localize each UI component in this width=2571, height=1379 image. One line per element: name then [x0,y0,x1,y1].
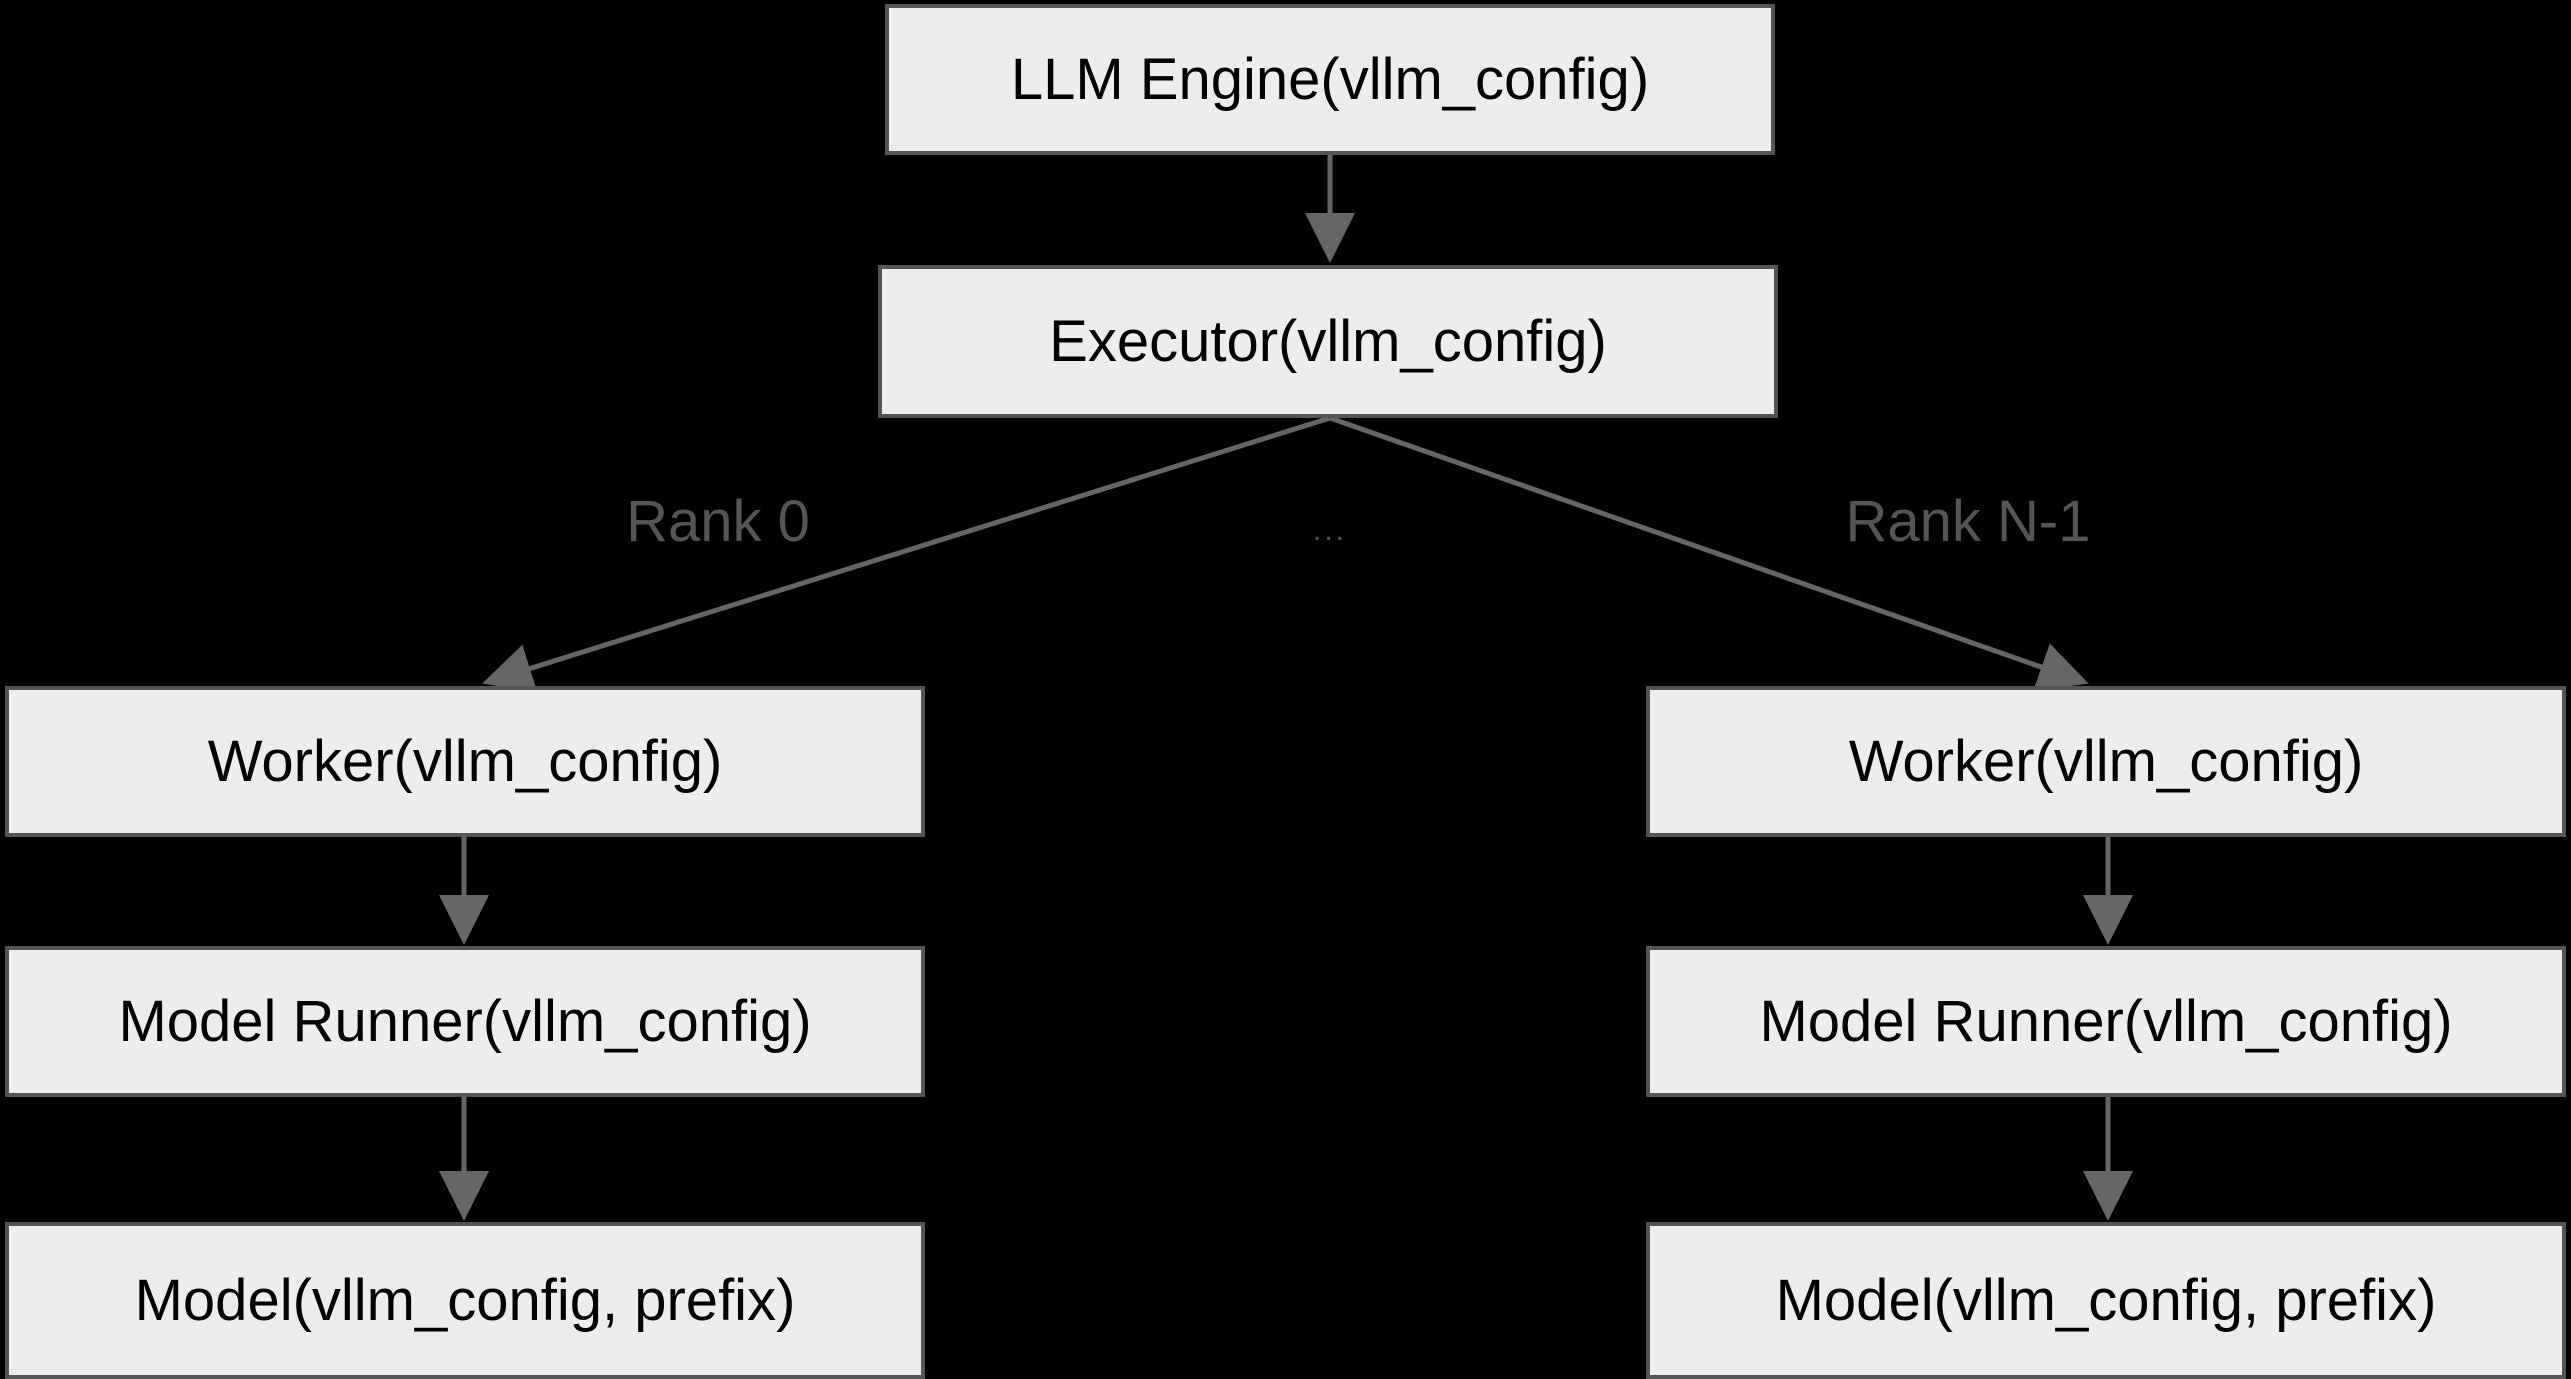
node-model-rank-0[interactable]: Model(vllm_config, prefix) [5,1222,925,1379]
node-llm-engine-label: LLM Engine(vllm_config) [1010,47,1650,112]
node-worker-rank-0-label: Worker(vllm_config) [207,729,723,794]
node-model-runner-rank-0-label: Model Runner(vllm_config) [118,989,812,1054]
node-model-rank-n-1[interactable]: Model(vllm_config, prefix) [1646,1222,2566,1379]
node-executor-label: Executor(vllm_config) [1049,309,1607,374]
node-model-runner-rank-n-1[interactable]: Model Runner(vllm_config) [1646,946,2566,1097]
node-model-rank-n-1-label: Model(vllm_config, prefix) [1775,1268,2437,1333]
node-worker-rank-n-1-label: Worker(vllm_config) [1848,729,2364,794]
edge-label-rank-n-1: Rank N-1 [1845,489,2091,554]
edge-label-rank-ellipsis: ... [1312,514,1348,547]
edge-label-rank-0: Rank 0 [626,489,810,554]
edge-executor-to-worker-left [482,415,1331,693]
node-executor[interactable]: Executor(vllm_config) [878,265,1778,418]
node-worker-rank-n-1[interactable]: Worker(vllm_config) [1646,686,2566,837]
node-llm-engine[interactable]: LLM Engine(vllm_config) [885,4,1775,155]
node-worker-rank-0[interactable]: Worker(vllm_config) [5,686,925,837]
node-model-runner-rank-n-1-label: Model Runner(vllm_config) [1759,989,2453,1054]
node-model-runner-rank-0[interactable]: Model Runner(vllm_config) [5,946,925,1097]
node-model-rank-0-label: Model(vllm_config, prefix) [134,1268,796,1333]
